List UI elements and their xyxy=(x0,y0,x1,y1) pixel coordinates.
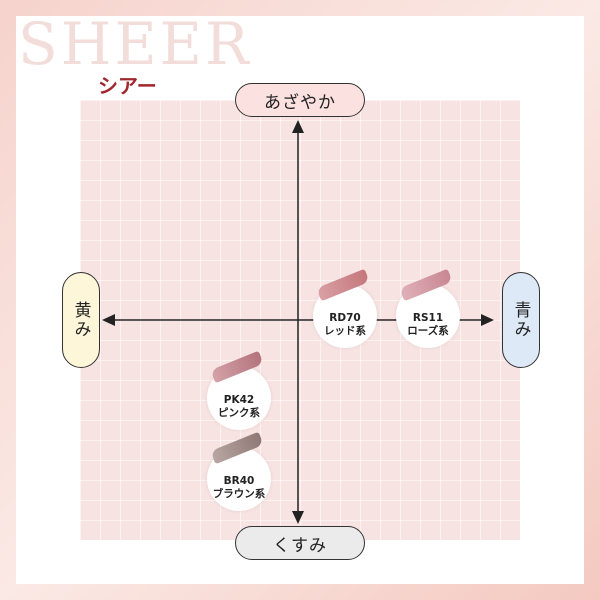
axis-label-vivid: あざやか xyxy=(235,83,365,117)
swatch-rd70: RD70 レッド系 xyxy=(313,268,377,348)
watermark: SHEER xyxy=(18,10,252,78)
swatch-family: ローズ系 xyxy=(407,325,449,337)
swatch-br40: BR40 ブラウン系 xyxy=(207,431,271,511)
swatch-family: ブラウン系 xyxy=(212,488,266,500)
swatch-code: BR40 xyxy=(223,475,255,487)
axis-label-bluish: 青み xyxy=(502,272,540,368)
axis-label-yellowish: 黄み xyxy=(62,272,100,368)
axis-label-muted: くすみ xyxy=(235,526,365,560)
page-subtitle: シアー xyxy=(98,74,157,98)
swatch-code: RD70 xyxy=(329,312,361,324)
swatch-family: レッド系 xyxy=(324,325,366,337)
swatch-pk42: PK42 ピンク系 xyxy=(207,350,271,430)
swatch-code: PK42 xyxy=(223,394,255,406)
swatch-rs11: RS11 ローズ系 xyxy=(396,268,460,348)
swatch-family: ピンク系 xyxy=(218,407,260,419)
swatch-code: RS11 xyxy=(412,312,444,324)
